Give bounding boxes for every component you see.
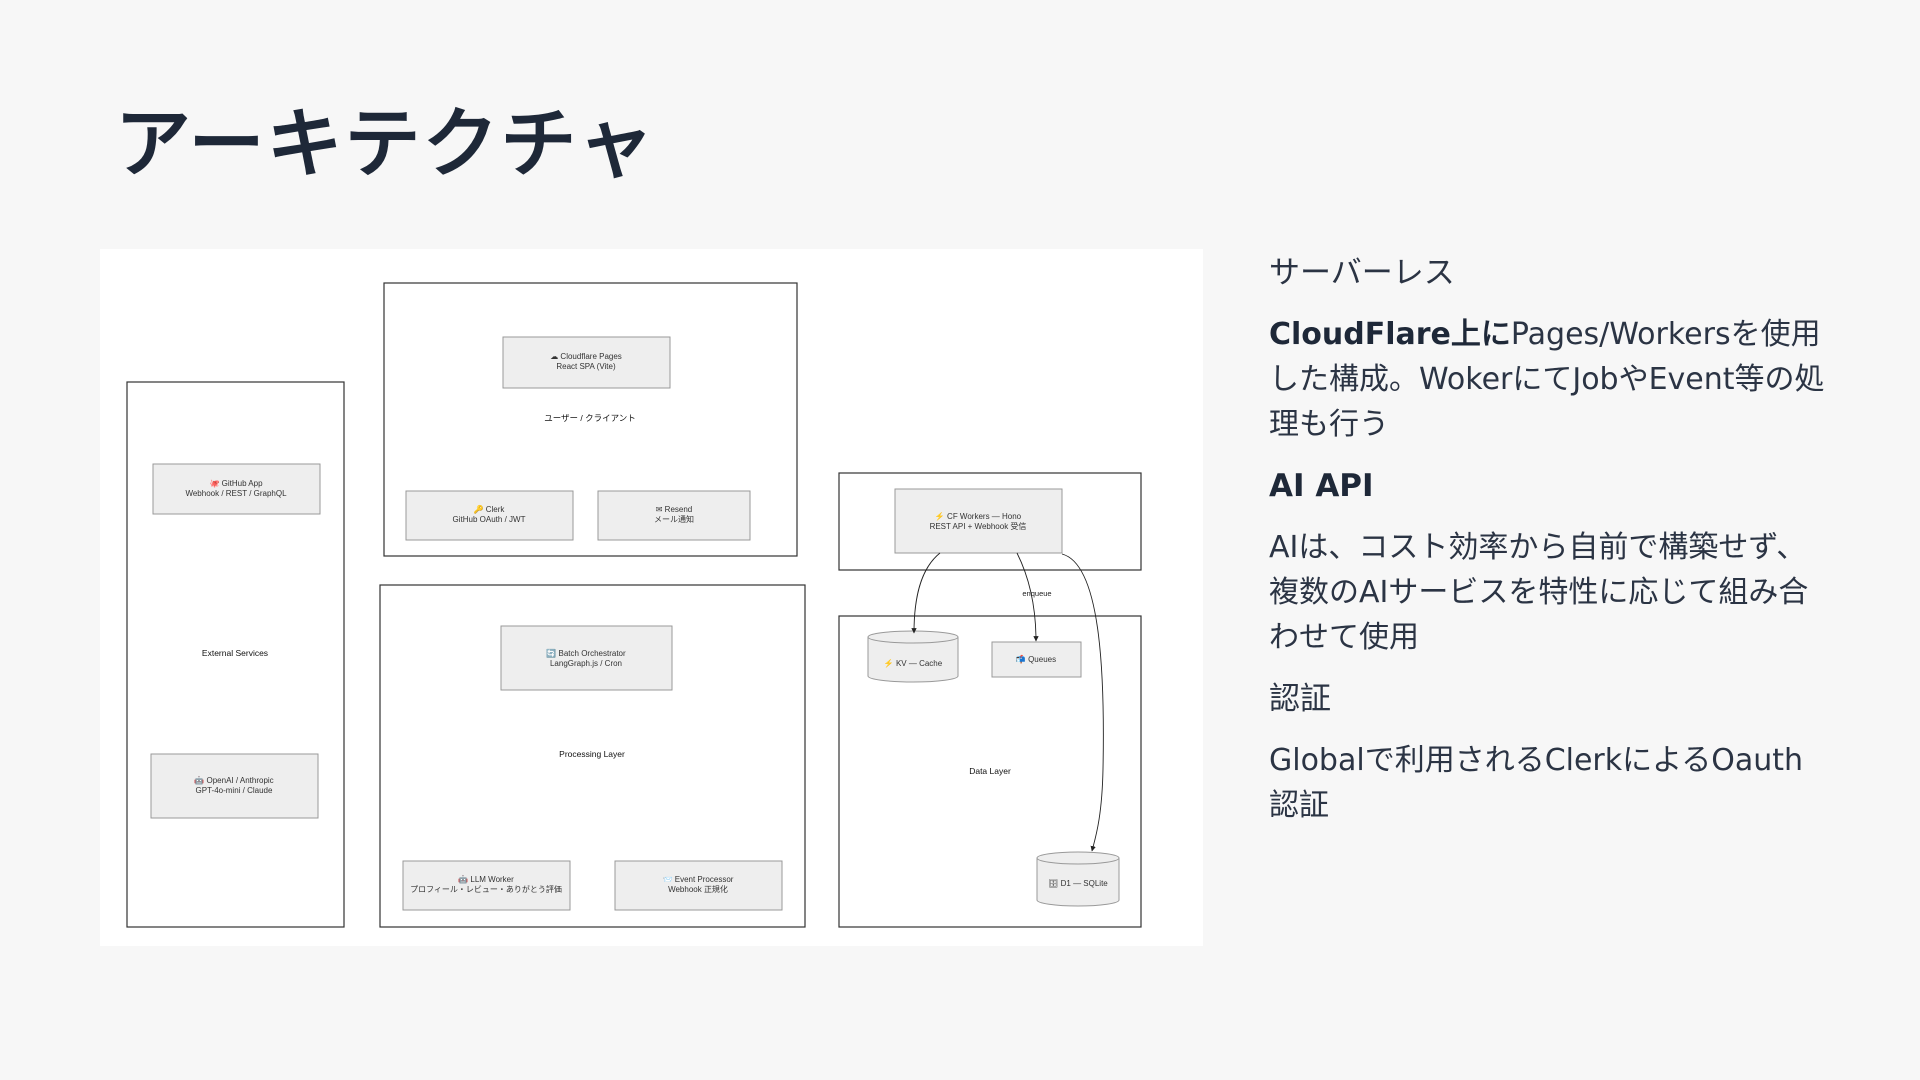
node-cloudflare-pages: ☁ Cloudflare Pages React SPA (Vite) bbox=[502, 336, 671, 389]
node-openai-line2: GPT-4o-mini / Claude bbox=[196, 786, 273, 795]
edge-workers-to-d1 bbox=[1061, 553, 1104, 852]
section-serverless: サーバーレス CloudFlare上にPages/Workersを使用した構成。… bbox=[1269, 250, 1829, 447]
section-ai-api: AI API AIは、コスト効率から自前で構築せず、複数のAIサービスを特性に応… bbox=[1269, 463, 1829, 660]
architecture-diagram-svg: ユーザー / クライアント External Services Processi… bbox=[126, 282, 1142, 928]
section-serverless-body-text: Pages/Workersを使用した構成。WokerにてJobやEvent等の処… bbox=[1269, 317, 1825, 442]
node-github-app: 🐙 GitHub App Webhook / REST / GraphQL bbox=[152, 463, 321, 515]
section-auth: 認証 Globalで利用されるClerkによるOauth認証 bbox=[1269, 676, 1829, 828]
section-ai-api-body: AIは、コスト効率から自前で構築せず、複数のAIサービスを特性に応じて組み合わせ… bbox=[1269, 530, 1809, 655]
node-resend-line2: メール通知 bbox=[654, 514, 694, 524]
node-queues-label: 📬 Queues bbox=[1016, 654, 1056, 664]
node-openai-line1: 🤖 OpenAI / Anthropic bbox=[194, 775, 273, 785]
node-batch-line2: LangGraph.js / Cron bbox=[550, 659, 622, 668]
node-resend-line1: ✉ Resend bbox=[656, 505, 693, 514]
node-d1-label: 🗄 D1 — SQLite bbox=[1048, 879, 1108, 888]
section-auth-body: Globalで利用されるClerkによるOauth認証 bbox=[1269, 743, 1804, 823]
section-serverless-body: CloudFlare上にPages/Workersを使用した構成。Wokerにて… bbox=[1269, 312, 1829, 447]
section-serverless-heading: サーバーレス bbox=[1269, 255, 1455, 291]
node-llm-line1: 🤖 LLM Worker bbox=[458, 874, 514, 884]
edge-enqueue-label: enqueue bbox=[1022, 589, 1051, 598]
node-clerk-line2: GitHub OAuth / JWT bbox=[453, 515, 526, 524]
node-llm-worker: 🤖 LLM Worker プロフィール・レビュー・ありがとう評価 bbox=[402, 860, 571, 911]
node-clerk-line1: 🔑 Clerk bbox=[474, 504, 506, 514]
node-llm-line2: プロフィール・レビュー・ありがとう評価 bbox=[410, 884, 562, 894]
section-auth-heading: 認証 bbox=[1269, 681, 1331, 717]
architecture-diagram: ユーザー / クライアント External Services Processi… bbox=[100, 249, 1203, 946]
node-event-line2: Webhook 正規化 bbox=[668, 884, 728, 894]
node-workers-line2: REST API + Webhook 受信 bbox=[930, 521, 1027, 531]
section-ai-api-heading: AI API bbox=[1269, 468, 1374, 504]
node-pages-line1: ☁ Cloudflare Pages bbox=[550, 352, 622, 361]
node-queues: 📬 Queues bbox=[991, 641, 1082, 678]
node-event-processor: 📨 Event Processor Webhook 正規化 bbox=[614, 860, 783, 911]
group-processing-label: Processing Layer bbox=[559, 749, 625, 759]
group-external-label: External Services bbox=[202, 648, 268, 658]
edge-workers-to-queues bbox=[1016, 552, 1039, 642]
node-workers-line1: ⚡ CF Workers — Hono bbox=[935, 511, 1022, 521]
node-resend: ✉ Resend メール通知 bbox=[597, 490, 751, 541]
edge-workers-to-kv bbox=[911, 552, 941, 634]
node-pages-line2: React SPA (Vite) bbox=[556, 362, 616, 371]
node-cf-workers: ⚡ CF Workers — Hono REST API + Webhook 受… bbox=[894, 488, 1063, 554]
group-client-label: ユーザー / クライアント bbox=[544, 413, 636, 423]
node-event-line1: 📨 Event Processor bbox=[663, 875, 734, 884]
description-column: サーバーレス CloudFlare上にPages/Workersを使用した構成。… bbox=[1269, 250, 1829, 844]
section-serverless-body-bold: CloudFlare上に bbox=[1269, 317, 1511, 352]
node-kv-label: ⚡ KV — Cache bbox=[884, 658, 943, 668]
node-batch-line1: 🔄 Batch Orchestrator bbox=[546, 648, 626, 658]
slide-title: アーキテクチャ bbox=[115, 99, 656, 188]
group-data-label: Data Layer bbox=[969, 766, 1011, 776]
node-batch-orchestrator: 🔄 Batch Orchestrator LangGraph.js / Cron bbox=[500, 625, 673, 691]
node-github-line1: 🐙 GitHub App bbox=[209, 479, 263, 488]
node-d1-sqlite: 🗄 D1 — SQLite bbox=[1036, 851, 1120, 907]
node-kv-cache: ⚡ KV — Cache bbox=[867, 630, 959, 683]
node-openai-anthropic: 🤖 OpenAI / Anthropic GPT-4o-mini / Claud… bbox=[150, 753, 319, 819]
node-github-line2: Webhook / REST / GraphQL bbox=[185, 489, 287, 498]
node-clerk: 🔑 Clerk GitHub OAuth / JWT bbox=[405, 490, 574, 541]
